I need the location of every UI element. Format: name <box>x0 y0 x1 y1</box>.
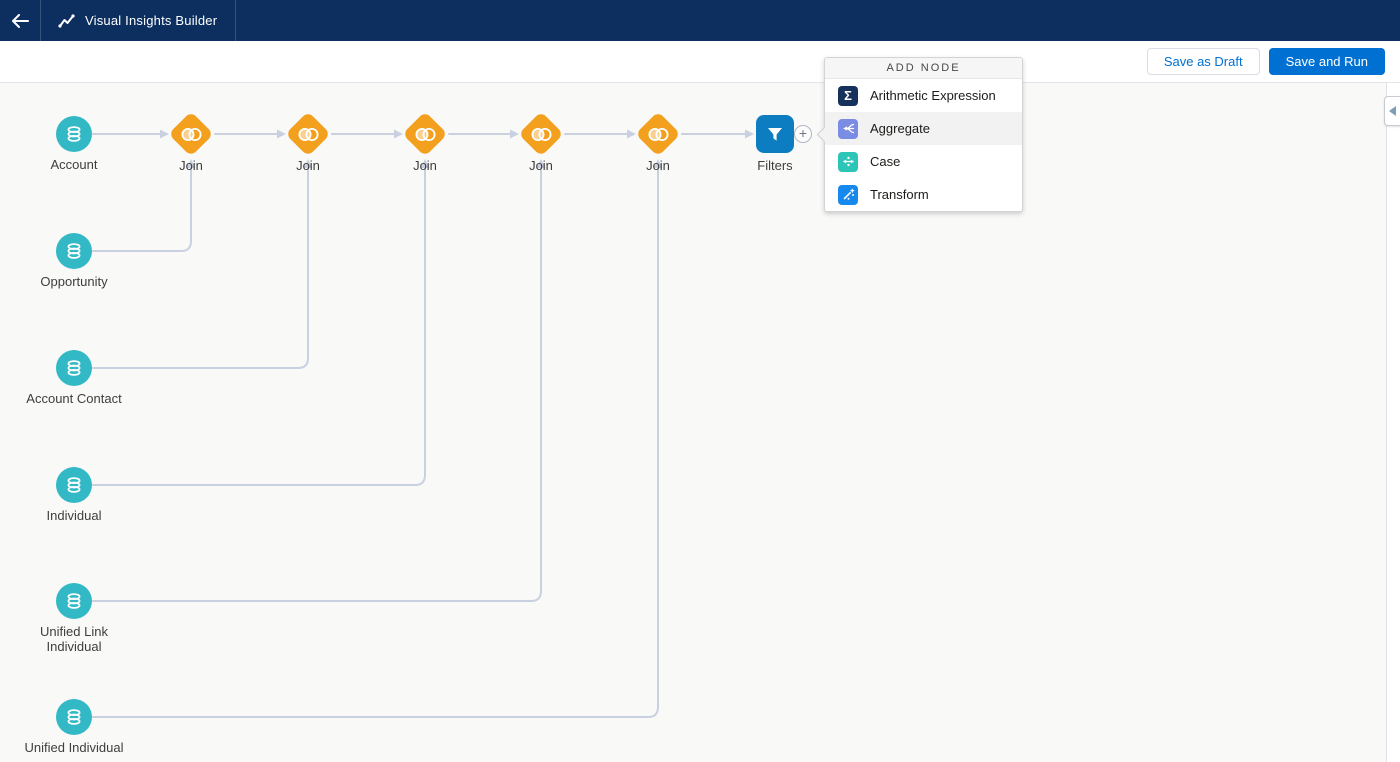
source-node-unified-link-individual[interactable] <box>56 583 92 619</box>
venn-join-icon <box>647 127 670 142</box>
join-node-1[interactable] <box>168 111 214 157</box>
action-toolbar: Save as Draft Save and Run <box>0 41 1400 83</box>
merge-icon <box>838 119 858 139</box>
venn-join-icon <box>180 127 203 142</box>
arrow-left-icon <box>11 14 29 28</box>
join-node-2[interactable] <box>285 111 331 157</box>
venn-join-icon <box>297 127 320 142</box>
menu-item-case[interactable]: Case <box>825 145 1022 178</box>
analytics-line-icon <box>58 14 75 28</box>
menu-item-label: Transform <box>870 187 929 202</box>
database-icon <box>65 476 83 494</box>
node-label: Join <box>161 158 221 173</box>
database-icon <box>65 242 83 260</box>
database-icon <box>65 592 83 610</box>
source-node-unified-individual[interactable] <box>56 699 92 735</box>
save-and-run-button[interactable]: Save and Run <box>1269 48 1385 75</box>
node-label: Individual <box>0 508 149 523</box>
join-node-3[interactable] <box>402 111 448 157</box>
add-node-menu-title: ADD NODE <box>825 58 1022 79</box>
menu-item-transform[interactable]: Transform <box>825 178 1022 211</box>
sigma-icon: Σ <box>838 86 858 106</box>
source-node-opportunity[interactable] <box>56 233 92 269</box>
node-label: Opportunity <box>0 274 149 289</box>
save-as-draft-button[interactable]: Save as Draft <box>1147 48 1260 75</box>
source-node-account-contact[interactable] <box>56 350 92 386</box>
filters-node[interactable] <box>756 115 794 153</box>
venn-join-icon <box>414 127 437 142</box>
join-node-4[interactable] <box>518 111 564 157</box>
toolbar-actions: Save as Draft Save and Run <box>1147 48 1385 75</box>
brand: Visual Insights Builder <box>40 0 236 41</box>
add-node-menu: ADD NODE Σ Arithmetic Expression Aggrega… <box>824 57 1023 212</box>
right-panel-collapsed <box>1386 83 1400 762</box>
flow-connectors <box>0 83 1400 762</box>
chevron-left-icon <box>1389 106 1396 116</box>
node-label: Join <box>278 158 338 173</box>
join-node-5[interactable] <box>635 111 681 157</box>
magic-wand-icon <box>838 185 858 205</box>
menu-item-aggregate[interactable]: Aggregate <box>825 112 1022 145</box>
add-node-plus-button[interactable]: + <box>794 125 812 143</box>
node-label: Join <box>628 158 688 173</box>
node-label: Unified Link Individual <box>29 624 119 654</box>
node-label: Join <box>395 158 455 173</box>
menu-item-label: Case <box>870 154 900 169</box>
expand-panel-button[interactable] <box>1384 96 1400 126</box>
page-title: Visual Insights Builder <box>85 13 217 28</box>
filter-funnel-icon <box>765 124 785 144</box>
node-label: Join <box>511 158 571 173</box>
database-icon <box>65 125 83 143</box>
menu-item-label: Aggregate <box>870 121 930 136</box>
node-label: Account Contact <box>0 391 149 406</box>
venn-join-icon <box>530 127 553 142</box>
menu-item-arithmetic-expression[interactable]: Σ Arithmetic Expression <box>825 79 1022 112</box>
node-label: Unified Individual <box>0 740 149 755</box>
split-arrows-icon <box>838 152 858 172</box>
flow-canvas[interactable]: Account Opportunity Account Contact Indi… <box>0 83 1400 762</box>
source-node-account[interactable] <box>56 116 92 152</box>
menu-item-label: Arithmetic Expression <box>870 88 996 103</box>
back-button[interactable] <box>0 0 40 41</box>
node-label: Account <box>0 157 149 172</box>
database-icon <box>65 359 83 377</box>
app-header: Visual Insights Builder <box>0 0 1400 41</box>
node-label: Filters <box>735 158 815 173</box>
source-node-individual[interactable] <box>56 467 92 503</box>
database-icon <box>65 708 83 726</box>
